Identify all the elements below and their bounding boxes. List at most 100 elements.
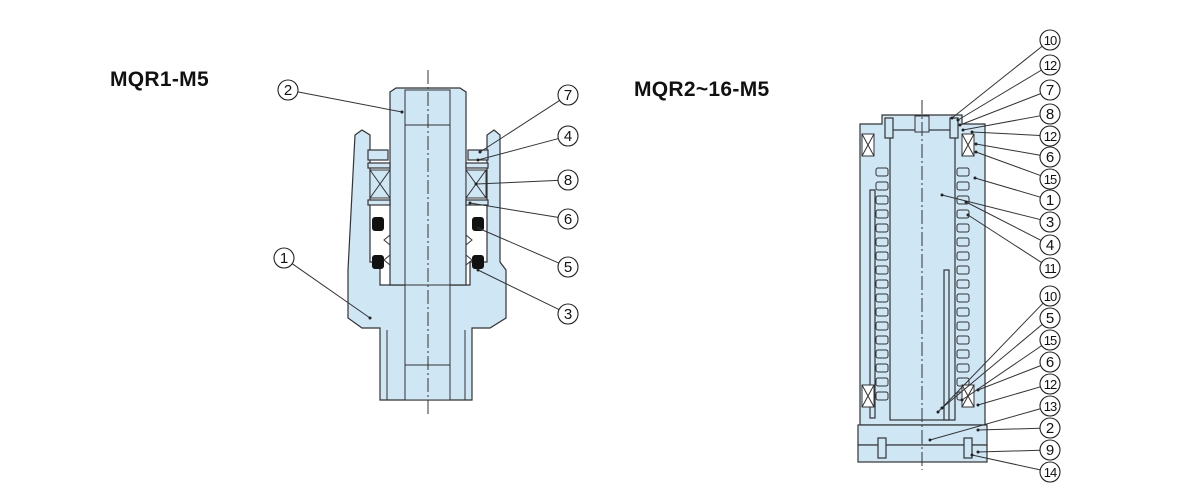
callout-circle — [1039, 439, 1061, 461]
right-callout-11: 11 — [966, 213, 1061, 279]
callout-circle — [557, 208, 579, 230]
callout-circle — [277, 79, 299, 101]
seal-ring — [875, 167, 889, 177]
right-callout-10: 10 — [950, 29, 1061, 120]
seal-ring — [875, 349, 889, 359]
leader-dot — [970, 130, 974, 134]
seal-ring — [956, 293, 970, 303]
leader-dot — [468, 201, 472, 205]
right-callout-7: 7 — [958, 79, 1061, 127]
callout-number: 10 — [1044, 33, 1057, 48]
seal-ring — [956, 349, 970, 359]
callout-number: 7 — [1046, 82, 1054, 99]
leader-line — [975, 143, 1041, 156]
callout-circle — [1039, 103, 1061, 125]
callout-number: 11 — [1044, 261, 1056, 276]
leader-dot — [970, 453, 974, 457]
left-callout-1: 1 — [273, 247, 372, 320]
leader-line — [477, 269, 560, 311]
right-callout-8: 8 — [961, 103, 1061, 132]
leader-dot — [974, 150, 978, 154]
seal-ring — [875, 377, 889, 387]
callout-circle — [1039, 257, 1061, 279]
seal-ring — [956, 181, 970, 191]
seal-ring — [956, 335, 970, 345]
leader-line — [957, 69, 1042, 121]
leader-dot — [940, 193, 944, 197]
left-callout-2: 2 — [277, 79, 404, 114]
callout-number: 4 — [564, 128, 572, 145]
seal-ring — [956, 307, 970, 317]
callout-circle — [273, 247, 295, 269]
leader-dot — [976, 388, 980, 392]
callout-circle — [557, 256, 579, 278]
callout-circle — [1039, 125, 1061, 147]
leader-dot — [476, 158, 480, 162]
callout-circle — [1039, 54, 1061, 76]
right-callout-4: 4 — [964, 200, 1061, 256]
leader-line — [977, 427, 1041, 431]
seal-ring — [956, 167, 970, 177]
callout-circle — [1039, 285, 1061, 307]
callout-circle — [1039, 329, 1061, 351]
right-callout-14: 14 — [970, 453, 1061, 483]
callout-number: 8 — [564, 172, 572, 189]
callout-number: 3 — [1046, 214, 1054, 231]
callout-number: 5 — [1046, 310, 1054, 327]
leader-line — [967, 214, 1042, 263]
seal-ring — [875, 279, 889, 289]
seal-ring — [875, 237, 889, 247]
leader-line — [951, 45, 1043, 119]
right-callout-15: 15 — [960, 329, 1061, 402]
callout-circle — [1039, 79, 1061, 101]
seal-ring — [956, 363, 970, 373]
leader-line — [477, 138, 559, 161]
callout-circle — [1039, 461, 1061, 483]
callout-number: 1 — [1046, 192, 1054, 209]
callout-number: 15 — [1044, 333, 1057, 348]
callout-number: 3 — [564, 306, 572, 323]
right-callout-15: 15 — [974, 150, 1061, 190]
right-callout-12: 12 — [970, 125, 1061, 147]
seal-ring — [875, 223, 889, 233]
leader-dot — [956, 118, 960, 122]
leader-line — [971, 131, 1041, 136]
leader-line — [941, 324, 1043, 409]
leader-dot — [961, 128, 965, 132]
left-diagram-title: MQR1-M5 — [110, 68, 209, 91]
callout-number: 6 — [1046, 354, 1054, 371]
leader-line — [477, 227, 560, 264]
seal-ring — [875, 251, 889, 261]
leader-dot — [936, 410, 940, 414]
leader-line — [941, 194, 1041, 221]
right-callout-13: 13 — [928, 395, 1061, 442]
callout-number: 12 — [1044, 129, 1057, 144]
callout-number: 5 — [564, 259, 572, 276]
left-callout-6: 6 — [468, 201, 579, 230]
leader-dot — [368, 316, 372, 320]
seal-ring — [875, 321, 889, 331]
leader-dot — [964, 200, 968, 204]
callout-number: 10 — [1044, 289, 1057, 304]
leader-dot — [950, 116, 954, 120]
seal-ring — [956, 223, 970, 233]
seal-ring — [956, 237, 970, 247]
callout-number: 2 — [284, 82, 292, 99]
leader-dot — [960, 398, 964, 402]
callout-number: 14 — [1044, 465, 1057, 480]
callout-circle — [1039, 395, 1061, 417]
seal-part-5 — [372, 217, 384, 231]
leader-line — [937, 302, 1044, 413]
callout-number: 7 — [564, 87, 572, 104]
leader-dot — [476, 268, 480, 272]
seal-ring — [956, 279, 970, 289]
left-callout-7: 7 — [478, 84, 579, 154]
leader-dot — [976, 428, 980, 432]
left-callout-3: 3 — [476, 268, 579, 325]
callout-circle — [1039, 234, 1061, 256]
leader-line — [965, 201, 1042, 241]
leader-line — [971, 454, 1041, 471]
callout-circle — [557, 169, 579, 191]
callout-number: 6 — [564, 211, 572, 228]
right-callout-1: 1 — [973, 176, 1061, 211]
